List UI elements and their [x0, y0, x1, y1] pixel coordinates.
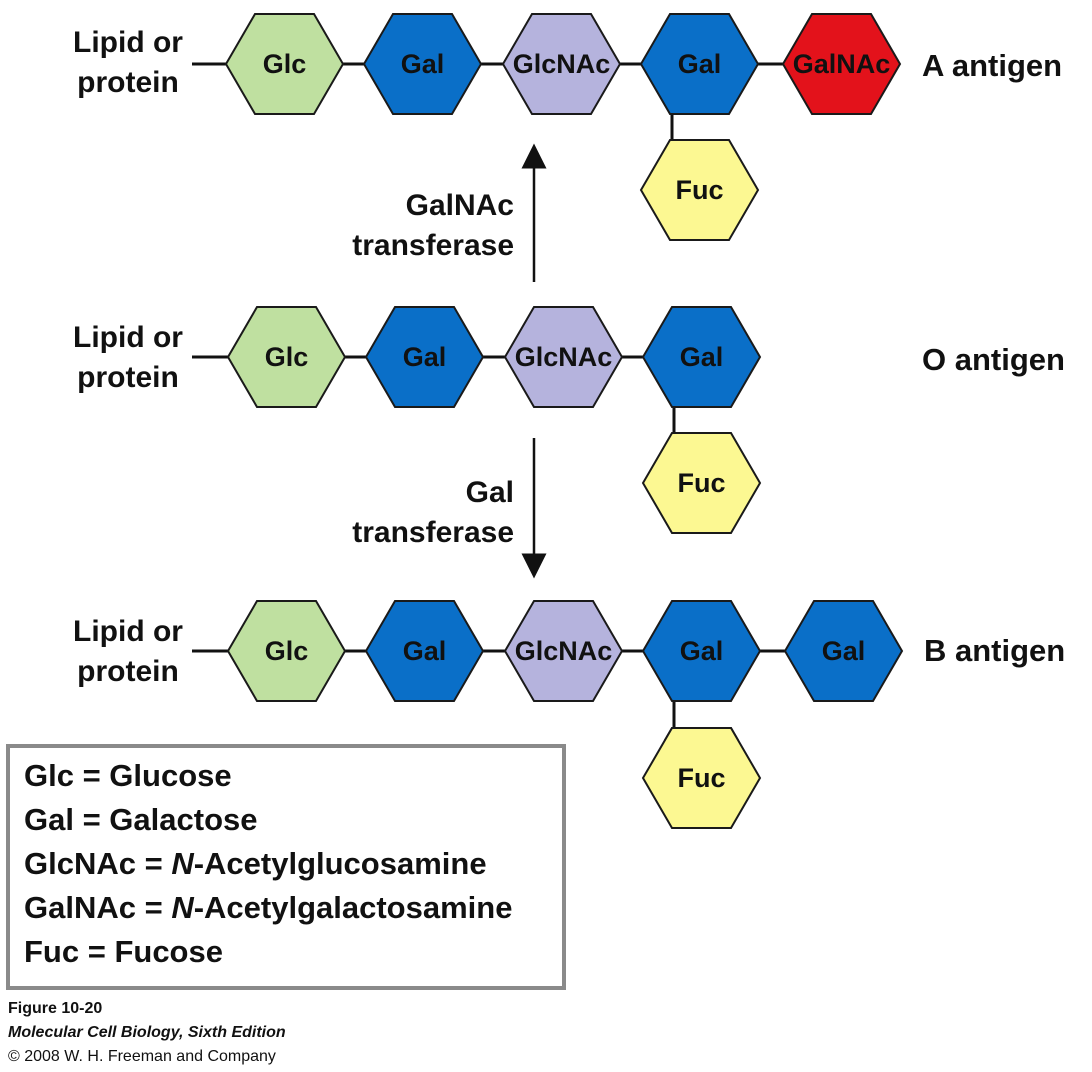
abbreviation-legend: Glc = Glucose Gal = Galactose GlcNAc = N… — [6, 744, 566, 990]
glcnac-hexagon — [503, 600, 624, 702]
anchor-label-line1: Lipid or — [73, 615, 183, 648]
legend-glc: Glc = Glucose — [24, 758, 232, 794]
fuc-hexagon — [639, 139, 760, 241]
gal-hexagon — [364, 306, 485, 408]
antigen-label: B antigen — [924, 633, 1065, 668]
row-o-antigen: Glc Gal GlcNAc Gal Fuc Lipid or protein … — [73, 306, 1065, 534]
anchor-label-line2: protein — [77, 655, 179, 688]
galnac-hexagon — [781, 13, 902, 115]
anchor-label-line1: Lipid or — [73, 321, 183, 354]
gal-hexagon — [783, 600, 904, 702]
legend-galnac-rest: -Acetylgalactosamine — [193, 890, 513, 925]
legend-glc-text: Glc = Glucose — [24, 758, 232, 793]
glcnac-label: GlcNAc — [513, 49, 611, 79]
fuc-hexagon — [641, 432, 762, 534]
fuc-label: Fuc — [677, 468, 725, 498]
legend-glcnac-abbr: GlcNAc = — [24, 846, 172, 881]
enzyme-label-line1: GalNAc — [406, 189, 514, 222]
galnac-label: GalNAc — [793, 49, 891, 79]
glc-hexagon — [226, 306, 347, 408]
antigen-label: O antigen — [922, 342, 1065, 377]
anchor-label-line2: protein — [77, 361, 179, 394]
anchor-label-line2: protein — [77, 66, 179, 99]
gal-hexagon — [641, 306, 762, 408]
legend-gal: Gal = Galactose — [24, 802, 257, 838]
row-b-antigen: Glc Gal GlcNAc Gal Gal Fuc Lipid or prot… — [73, 600, 1065, 740]
row-a-antigen: Glc Gal GlcNAc Gal GalNAc Fuc Lipid or p… — [73, 13, 1062, 241]
gal-label: Gal — [403, 636, 447, 666]
fuc-label: Fuc — [675, 175, 723, 205]
legend-galnac: GalNAc = N-Acetylgalactosamine — [24, 890, 512, 926]
legend-fuc: Fuc = Fucose — [24, 934, 223, 970]
gal-hexagon — [641, 600, 762, 702]
glcnac-label: GlcNAc — [515, 636, 613, 666]
book-title: Molecular Cell Biology, Sixth Edition — [8, 1024, 286, 1041]
gal-label: Gal — [401, 49, 445, 79]
legend-galnac-abbr: GalNAc = — [24, 890, 172, 925]
gal-hexagon — [364, 600, 485, 702]
legend-glcnac-italic: N — [171, 846, 194, 881]
enzyme-label-line1: Gal — [466, 476, 514, 509]
glc-hexagon — [226, 600, 347, 702]
gal-transferase-step: Gal transferase — [352, 438, 547, 579]
glc-label: Glc — [263, 49, 307, 79]
legend-glcnac-rest: -Acetylglucosamine — [193, 846, 487, 881]
glc-label: Glc — [265, 342, 309, 372]
gal-label: Gal — [680, 636, 724, 666]
gal-label: Gal — [678, 49, 722, 79]
anchor-label-line1: Lipid or — [73, 26, 183, 59]
gal-label: Gal — [403, 342, 447, 372]
glycosylation-diagram: Glc Gal GlcNAc Gal GalNAc Fuc Lipid or p… — [73, 13, 1065, 740]
gal-hexagon — [362, 13, 483, 115]
copyright-line: © 2008 W. H. Freeman and Company — [8, 1048, 276, 1065]
fuc-label: Fuc — [677, 763, 725, 793]
b-row-fuc-overlay: Fuc — [641, 720, 762, 829]
legend-glcnac: GlcNAc = N-Acetylglucosamine — [24, 846, 487, 882]
legend-fuc-text: Fuc = Fucose — [24, 934, 223, 969]
figure-number: Figure 10-20 — [8, 1000, 103, 1017]
glc-hexagon — [224, 13, 345, 115]
enzyme-label-line2: transferase — [352, 229, 514, 262]
galnac-transferase-step: GalNAc transferase — [352, 143, 547, 282]
glcnac-label: GlcNAc — [515, 342, 613, 372]
fuc-hexagon — [641, 727, 762, 829]
glc-label: Glc — [265, 636, 309, 666]
gal-hexagon — [639, 13, 760, 115]
antigen-label: A antigen — [922, 48, 1062, 83]
gal-label: Gal — [680, 342, 724, 372]
legend-gal-text: Gal = Galactose — [24, 802, 258, 837]
legend-galnac-italic: N — [171, 890, 194, 925]
glcnac-hexagon — [503, 306, 624, 408]
enzyme-label-line2: transferase — [352, 516, 514, 549]
glcnac-hexagon — [501, 13, 622, 115]
gal-label: Gal — [822, 636, 866, 666]
